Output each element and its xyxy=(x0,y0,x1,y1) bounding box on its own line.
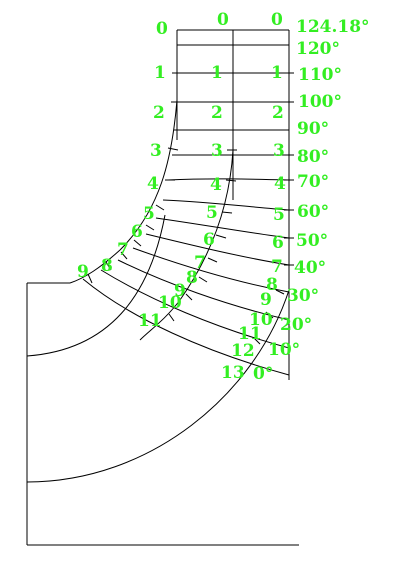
number-label: 7 xyxy=(271,257,283,277)
generator-line xyxy=(82,278,290,376)
angle-label: 90° xyxy=(297,119,329,139)
number-label: 0 xyxy=(156,19,168,39)
tick-mark xyxy=(87,273,93,284)
number-label: 2 xyxy=(211,103,223,123)
angle-label: 40° xyxy=(294,258,326,278)
angle-label: 50° xyxy=(296,231,328,251)
tick-mark xyxy=(105,261,112,271)
tick-mark xyxy=(221,211,233,214)
tick-mark xyxy=(168,313,175,322)
angle-label: 100° xyxy=(298,92,342,112)
number-label: 6 xyxy=(131,222,143,242)
number-label: 10 xyxy=(249,310,273,330)
tick-mark xyxy=(120,251,128,260)
number-label: 3 xyxy=(273,141,285,161)
left-column-numbers: 0 1 2 3 4 5 6 7 8 9 11 10 xyxy=(77,19,182,331)
angle-labels: 124.18° 120° 110° 100° 90° 80° 70° 60° 5… xyxy=(253,17,370,384)
angle-label: 0° xyxy=(253,364,273,384)
tick-mark xyxy=(275,289,285,295)
number-label: 11 xyxy=(138,311,162,331)
number-label: 8 xyxy=(101,256,113,276)
number-label: 3 xyxy=(150,141,162,161)
generator-line xyxy=(145,233,290,266)
number-label: 12 xyxy=(231,341,255,361)
number-label: 8 xyxy=(266,275,278,295)
angle-label: 70° xyxy=(297,172,329,192)
number-label: 7 xyxy=(117,240,129,260)
tick-mark xyxy=(225,179,237,182)
number-label: 3 xyxy=(211,141,223,161)
outer-arcs xyxy=(26,30,290,483)
frame-lines xyxy=(26,282,299,546)
tick-mark xyxy=(253,337,261,345)
number-label: 2 xyxy=(153,103,165,123)
number-label: 5 xyxy=(206,203,218,223)
number-label: 10 xyxy=(158,293,182,313)
number-label: 0 xyxy=(271,10,283,30)
number-label: 9 xyxy=(260,290,272,310)
number-label: 1 xyxy=(271,63,283,83)
middle-column-numbers: 0 1 2 3 4 5 6 7 8 9 xyxy=(174,10,229,301)
number-label: 6 xyxy=(203,230,215,250)
number-label: 5 xyxy=(273,205,285,225)
number-label: 7 xyxy=(194,253,206,273)
number-label: 9 xyxy=(77,262,89,282)
number-label: 4 xyxy=(147,174,159,194)
generator-lines xyxy=(82,29,290,376)
tick-mark xyxy=(185,293,193,301)
number-label: 9 xyxy=(174,281,186,301)
number-label: 1 xyxy=(154,63,166,83)
angle-label: 60° xyxy=(297,202,329,222)
angle-label: 10° xyxy=(268,340,300,360)
angle-label: 80° xyxy=(297,147,329,167)
angle-label: 30° xyxy=(287,286,319,306)
number-label: 5 xyxy=(143,204,155,224)
tick-marks xyxy=(87,72,294,345)
right-column-numbers: 0 1 2 3 4 5 6 7 8 9 10 11 12 13 xyxy=(221,10,286,383)
tick-mark xyxy=(133,239,142,247)
number-label: 11 xyxy=(238,324,262,344)
number-label: 13 xyxy=(221,363,245,383)
number-label: 2 xyxy=(272,103,284,123)
tick-mark xyxy=(215,234,227,239)
generator-line xyxy=(155,217,290,239)
number-label: 1 xyxy=(211,63,223,83)
generator-line xyxy=(162,199,290,211)
generator-line xyxy=(100,269,290,349)
tick-mark xyxy=(167,147,179,151)
tick-mark xyxy=(198,276,208,283)
angle-label: 20° xyxy=(280,315,312,335)
number-label: 0 xyxy=(217,10,229,30)
generator-line xyxy=(117,259,290,321)
tick-mark xyxy=(265,311,274,319)
tick-mark xyxy=(145,224,155,231)
generator-line xyxy=(167,178,290,181)
number-label: 4 xyxy=(210,175,222,195)
angle-label: 110° xyxy=(298,65,342,85)
number-label: 6 xyxy=(272,233,284,253)
pattern-left-curve xyxy=(69,30,234,341)
angle-label: 120° xyxy=(296,39,340,59)
angle-label: 124.18° xyxy=(296,17,370,37)
number-label: 8 xyxy=(186,268,198,288)
generator-line xyxy=(132,247,290,293)
number-label: 4 xyxy=(274,174,286,194)
tick-mark xyxy=(207,257,218,263)
tick-mark xyxy=(155,204,165,211)
